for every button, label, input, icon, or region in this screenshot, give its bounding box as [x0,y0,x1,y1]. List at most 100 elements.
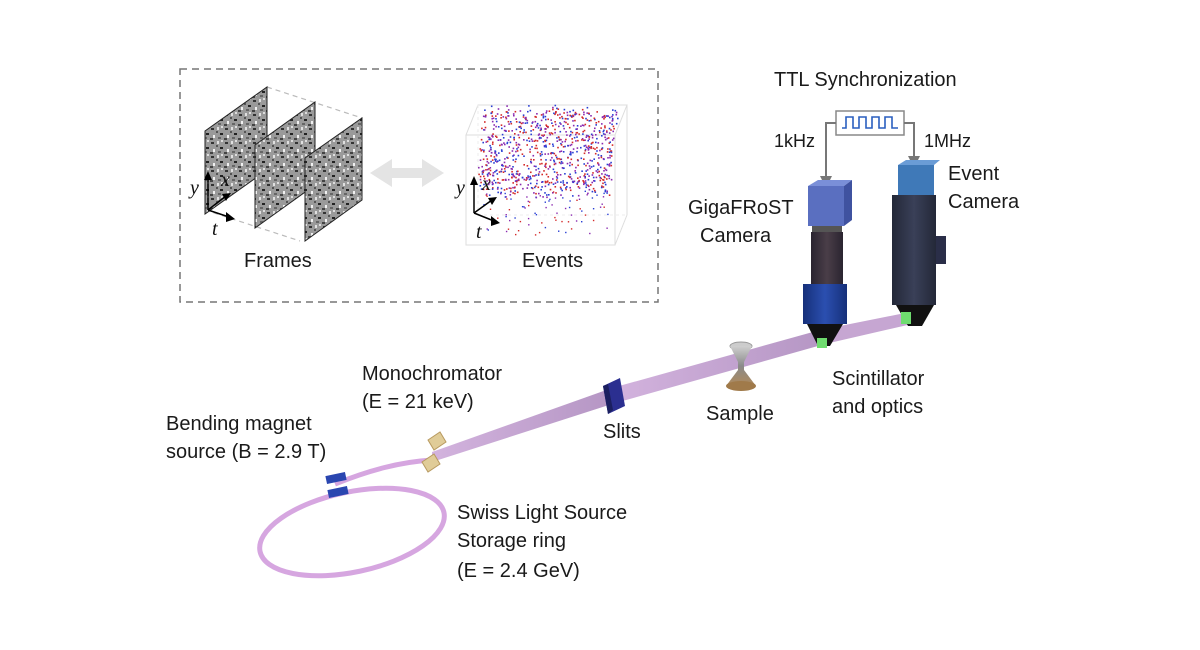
event-point [592,165,595,167]
event-point [539,124,541,127]
event-point [549,159,552,161]
event-point [539,155,542,157]
event-point [507,157,509,159]
beam-line-2 [612,330,825,404]
event-point [485,141,488,143]
event-point [540,119,543,122]
event-point [562,125,565,127]
event-point [521,176,524,179]
event-point [489,173,492,176]
event-point [552,191,555,193]
event-point [542,113,545,115]
event-point [572,114,574,117]
event-point [569,114,571,117]
event-point [515,141,518,144]
event-point [560,162,562,165]
event-point [529,148,531,151]
event-point [555,175,558,178]
event-point [506,105,508,107]
event-point [610,161,612,164]
event-point [548,194,550,196]
event-point [526,144,528,146]
event-point [534,115,536,118]
event-point [569,144,572,147]
event-point [572,148,575,150]
event-point [506,198,508,200]
event-point [541,222,543,224]
event-point [585,164,587,167]
event-point [602,158,605,160]
event-point [530,160,532,163]
frames-label: Frames [244,250,312,272]
event-point [497,160,499,162]
event-point [528,224,530,226]
event-point [537,167,540,170]
event-point [509,141,512,144]
event-point [554,121,556,123]
event-point [487,175,489,177]
event-point [544,165,546,167]
event-point [490,138,492,141]
gigafrost-label-line2: Camera [700,225,772,247]
event-point [540,158,542,161]
event-point [588,185,590,188]
event-point [494,160,497,162]
event-point [483,175,485,178]
event-point [528,178,531,181]
event-point [491,188,494,190]
event-point [603,114,606,117]
event-point [597,154,600,156]
event-point [597,168,599,171]
event-point [541,162,543,165]
event-point [482,158,485,161]
event-point [569,186,571,189]
event-point [518,121,521,123]
event-point [560,144,563,146]
event-point [611,115,613,118]
event-point [583,163,585,165]
event-point [561,167,564,169]
event-point [504,143,506,146]
event-point [572,151,574,154]
event-label-line1: Event [948,163,1000,185]
event-point [536,122,539,125]
event-point [539,153,542,155]
event-point [611,117,614,120]
event-point [506,111,508,113]
event-point [605,169,608,172]
event-point [591,174,594,176]
event-point [532,121,534,123]
event-point [588,188,591,191]
event-point [591,134,594,137]
event-point [603,167,606,169]
event-point [544,192,546,194]
event-point [576,182,579,185]
ttl-signal-icon [835,110,905,136]
event-point [499,139,502,141]
event-point [538,192,540,195]
event-point [536,125,539,127]
event-point [590,184,592,186]
event-point [608,177,611,180]
event-point [560,123,562,125]
storage-ring-label-line3: (E = 2.4 GeV) [457,560,580,582]
event-point [513,114,515,117]
event-point [558,125,560,128]
frames-axis-t: t [212,218,218,240]
event-point [484,109,486,111]
event-point [588,165,591,167]
event-point [558,157,560,160]
event-point [561,141,564,143]
event-point [538,171,541,173]
event-point [524,207,526,209]
event-point [488,178,491,181]
event-point [500,187,503,190]
event-point [504,158,506,160]
event-point [574,119,576,122]
event-point [508,146,510,148]
event-point [488,168,490,170]
event-point [545,166,547,169]
event-point [578,179,580,182]
event-point [592,176,595,179]
event-point [604,181,606,184]
